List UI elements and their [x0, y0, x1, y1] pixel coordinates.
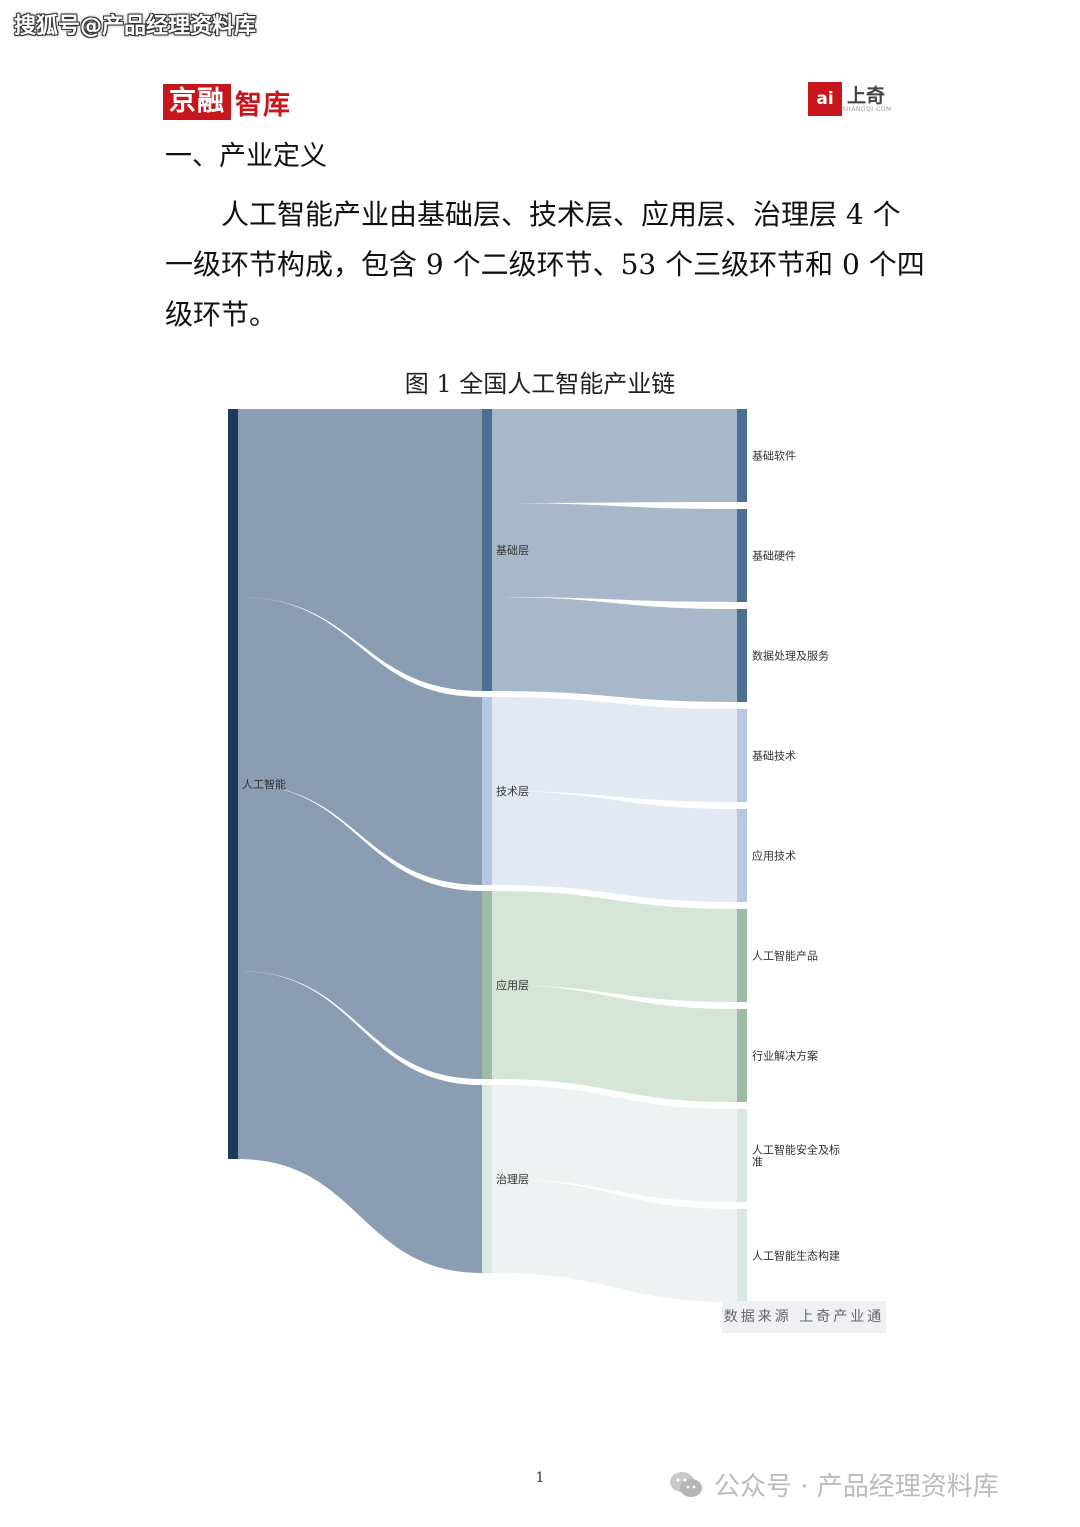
source-note: 数据来源 上奇产业通: [722, 1301, 886, 1333]
sankey-node-l2-9: [737, 1209, 747, 1302]
watermark-bottom-text: 公众号 · 产品经理资料库: [714, 1472, 999, 1502]
jingrong-logo: 京融 智库: [163, 84, 291, 121]
sankey-node-l1-4: [482, 1085, 492, 1273]
sankey-node-root: [228, 409, 238, 1159]
wechat-icon: [670, 1471, 702, 1497]
sankey-link-l2-4: [492, 697, 737, 802]
sankey-link-root-1: [238, 409, 482, 691]
sankey-label-l2-8: 人工智能安全及标准: [752, 1143, 840, 1169]
sankey-label-l2-4: 基础技术: [752, 750, 796, 763]
sankey-label-l2-5: 应用技术: [752, 849, 796, 863]
sankey-label-l1-1: 基础层: [496, 544, 529, 557]
sankey-node-l2-3: [737, 609, 747, 702]
logo-left-red: 京融: [163, 84, 231, 120]
figure-title: 图 1 全国人工智能产业链: [404, 370, 676, 398]
sankey-node-l2-5: [737, 809, 747, 902]
sankey-link-l2-9: [492, 1179, 737, 1302]
sankey-link-l2-5: [492, 791, 737, 902]
sankey-node-l2-1: [737, 409, 747, 502]
sankey-label-l1-2: 技术层: [496, 785, 529, 798]
sankey-node-l1-2: [482, 697, 492, 885]
sankey-link-l2-1: [492, 409, 737, 503]
sankey-link-root-2: [238, 597, 482, 885]
sankey-node-l2-8: [737, 1109, 747, 1202]
sankey-node-l2-7: [737, 1009, 747, 1102]
sankey-link-root-4: [238, 971, 482, 1273]
sankey-link-l2-8: [492, 1085, 737, 1202]
sankey-label-root: 人工智能: [242, 777, 286, 791]
sankey-label-l2-9: 人工智能生态构建: [752, 1249, 840, 1263]
sankey-label-l2-1: 基础软件: [752, 449, 796, 463]
sankey-node-l1-3: [482, 891, 492, 1079]
shangqi-name: 上奇: [847, 84, 886, 107]
sankey-node-l2-6: [737, 909, 747, 1002]
sankey-link-root-3: [238, 784, 482, 1079]
sankey-node-l1-1: [482, 409, 492, 691]
watermark-bottom: 公众号 · 产品经理资料库: [668, 1466, 999, 1503]
shangqi-mark: ai: [808, 82, 842, 116]
logo-left-text: 智库: [235, 89, 291, 121]
sankey-label-l1-4: 治理层: [496, 1172, 529, 1186]
paragraph-text: 人工智能产业由基础层、技术层、应用层、治理层 4 个一级环节构成，包含 9 个二…: [165, 198, 925, 331]
page-number: 1: [535, 1470, 545, 1486]
shangqi-sub: SHANGQI.COM: [842, 105, 892, 113]
sankey-label-l2-3: 数据处理及服务: [752, 649, 829, 663]
sankey-label-l2-7: 行业解决方案: [752, 1049, 818, 1063]
section-title: 一、产业定义: [165, 141, 327, 172]
sankey-node-l2-4: [737, 709, 747, 802]
sankey-link-l2-3: [492, 597, 737, 702]
sankey-link-l2-2: [492, 503, 737, 602]
sankey-node-l2-2: [737, 509, 747, 602]
sankey-link-l2-6: [492, 891, 737, 1002]
watermark-top: 搜狐号@产品经理资料库: [14, 14, 257, 39]
sankey-label-l1-3: 应用层: [496, 978, 529, 992]
paragraph: 人工智能产业由基础层、技术层、应用层、治理层 4 个一级环节构成，包含 9 个二…: [165, 190, 925, 340]
sankey-label-l2-2: 基础硬件: [752, 550, 796, 563]
sankey-link-l2-7: [492, 985, 737, 1102]
sankey-label-l2-6: 人工智能产品: [752, 949, 818, 963]
shangqi-logo: ai 上奇 SHANGQI.COM: [808, 82, 892, 116]
